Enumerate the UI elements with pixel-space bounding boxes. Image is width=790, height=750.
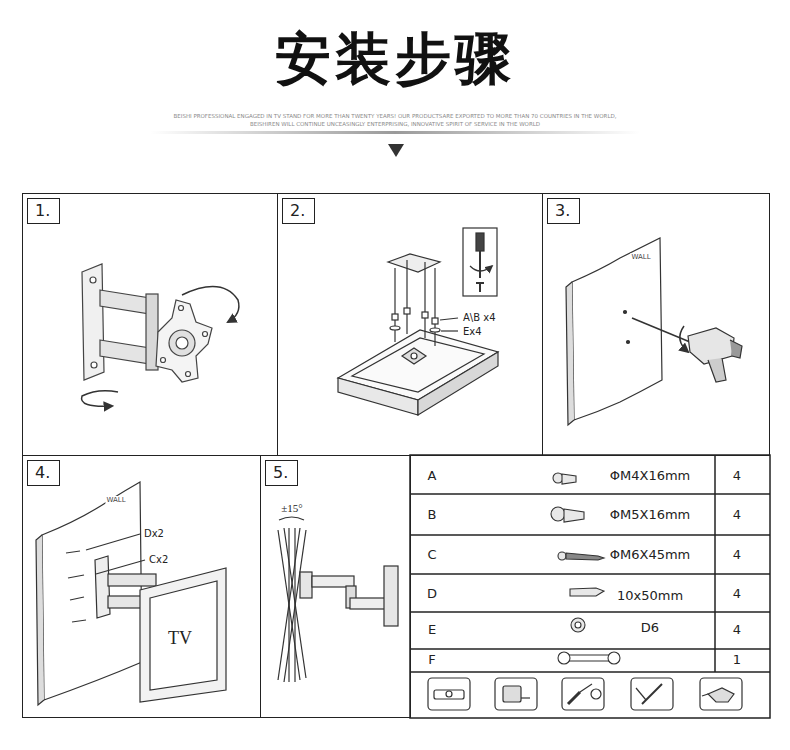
step-number: 2. [282,198,315,224]
table-cell: 10x50mm [616,589,684,604]
subtitle: BEISHI PROFESSIONAL ENGAGED IN TV STAND … [173,112,618,128]
rotate-arrow [680,326,688,352]
wall-label: WALL [630,253,651,261]
step-panel: 1. [22,193,278,456]
hardware-drawings [551,473,620,664]
tool-icons [428,678,742,710]
table-cell: 4 [732,587,742,602]
table-cell: 4 [732,548,742,563]
page-title: 安装步骤 [275,22,515,98]
part-callout: Dx2 [143,528,165,540]
table-cell: 1 [732,653,742,668]
rotate-arrow [470,266,492,271]
rotate-arrow [82,391,118,407]
step-number: 1. [27,198,60,224]
step-panel: 3. [542,193,770,456]
wall-tv-drawing [36,482,226,705]
tv-label: TV [167,628,193,649]
table-cell: B [427,508,438,523]
part-callout: Ex4 [462,326,483,338]
step-number: 3. [547,198,580,224]
table-cell: D [426,587,438,602]
wall-drill-drawing [566,238,742,425]
step-panel: 5. [260,455,411,718]
table-cell: 4 [732,508,742,523]
tilt-drawing [278,517,398,682]
table-cell: D6 [640,621,660,636]
table-cell: C [426,548,437,563]
table-cell: ΦM5X16mm [609,508,692,523]
part-callout: Cx2 [148,554,169,566]
step-panel: 2. [277,193,543,456]
bracket-drawing [82,264,212,382]
table-cell: E [427,623,437,638]
step-panel: 4. [22,455,261,718]
rotate-arrow [182,287,239,322]
table-grid [410,455,770,718]
part-callout: A\B x4 [462,312,497,324]
step-number: 4. [27,460,60,486]
table-cell: ΦM6X45mm [609,548,692,563]
divider [150,131,640,134]
table-cell: F [427,653,436,668]
down-triangle [388,144,404,157]
table-cell: 4 [732,469,742,484]
tv-back-drawing [338,228,498,415]
wall-label: WALL [105,496,126,504]
table-cell: A [427,469,438,484]
step-number: 5. [265,460,298,486]
tilt-angle: ±15° [280,502,303,515]
table-cell: ΦM4X16mm [609,469,692,484]
table-cell: 4 [732,623,742,638]
